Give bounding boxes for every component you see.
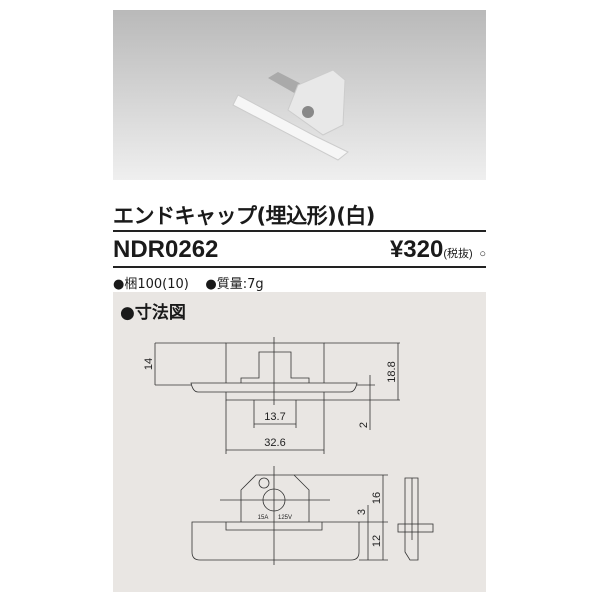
price-mark: ○ — [479, 248, 486, 260]
specs: ●梱100(10) ●質量:7g — [113, 273, 264, 292]
price: ¥320(税抜) ○ — [390, 236, 486, 264]
dim-3: 3 — [356, 509, 368, 515]
model-number: NDR0262 — [113, 236, 219, 263]
product-title: エンドキャップ(埋込形)(白) — [113, 204, 375, 228]
dim-13-7: 13.7 — [264, 411, 285, 423]
price-tax-note: (税抜) — [443, 248, 473, 260]
rating-amp: 15A — [258, 515, 269, 521]
top-view — [154, 337, 400, 454]
dim-16: 16 — [371, 492, 383, 504]
dim-18-8: 18.8 — [386, 361, 398, 382]
product-photo — [113, 10, 486, 180]
dim-12: 12 — [371, 535, 383, 547]
divider — [113, 230, 486, 232]
dim-14: 14 — [143, 358, 155, 370]
dimension-panel — [113, 292, 486, 592]
dim-32-6: 32.6 — [264, 437, 285, 449]
price-value: ¥320 — [389, 236, 444, 263]
weight: ●質量:7g — [205, 277, 264, 292]
dim-2: 2 — [358, 422, 370, 428]
rating-volt: 125V — [278, 515, 292, 521]
end-cap-image — [232, 69, 349, 161]
side-view — [397, 477, 434, 561]
packing-quantity: ●梱100(10) — [113, 277, 189, 292]
front-view — [191, 466, 388, 565]
dimension-title: ●寸法図 — [120, 303, 186, 323]
divider — [113, 266, 486, 268]
